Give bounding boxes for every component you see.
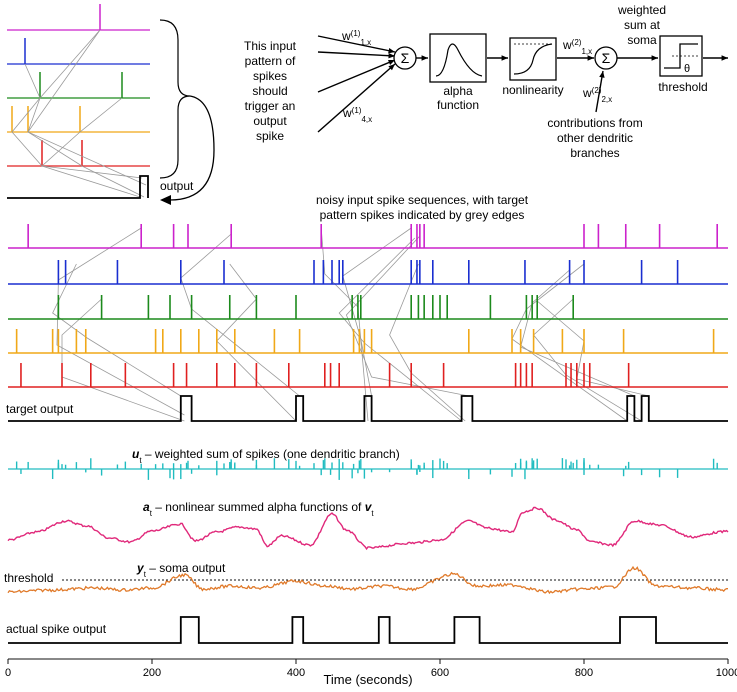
pattern-edge <box>345 235 469 397</box>
contributions-label-3: branches <box>570 146 619 160</box>
spike-train-green <box>8 295 728 320</box>
caption-line-5: trigger an <box>245 99 296 113</box>
spike-train-blue <box>8 260 728 285</box>
output-label: output <box>160 179 194 193</box>
caption-line-2: pattern of <box>245 54 296 68</box>
input-arrow-2-head <box>388 52 395 59</box>
u-label: ut – weighted sum of spikes (one dendrit… <box>132 447 400 465</box>
nonlinearity-label: nonlinearity <box>502 83 563 97</box>
sum-symbol-2: Σ <box>602 50 611 66</box>
threshold-out-arrow-head <box>721 55 728 61</box>
input-arrow-3 <box>317 59 396 93</box>
soma-label-2: sum at <box>624 18 661 32</box>
soma-label-1: weighted <box>617 3 666 17</box>
weight-out-1-label: w(2)1,x <box>562 38 592 56</box>
input-arrow-4-head <box>388 64 395 71</box>
alpha-function-curve <box>435 43 483 77</box>
pattern-output-pulse <box>7 175 149 199</box>
input-arrow-2 <box>317 51 396 57</box>
x-tick-label: 600 <box>431 667 449 679</box>
output-arrow <box>169 95 215 201</box>
threshold-box-label: threshold <box>658 80 707 94</box>
contributions-label-1: contributions from <box>547 116 642 130</box>
pattern-edge <box>216 263 297 422</box>
pattern-edge <box>342 227 412 397</box>
grey-pattern-edges <box>52 227 649 422</box>
pattern-edge <box>61 298 185 422</box>
pulse-trace <box>8 616 728 644</box>
actual-output-label: actual spike output <box>6 622 107 636</box>
chart-heading-line-2: pattern spikes indicated by grey edges <box>320 208 525 222</box>
target-output-label: target output <box>6 402 74 416</box>
weight-in-4-label: w(1)4,x <box>342 106 372 124</box>
sum-symbol-1: Σ <box>401 50 410 66</box>
theta-symbol: θ <box>684 63 690 75</box>
alpha-sum-curve <box>7 506 729 551</box>
x-tick-label: 1000 <box>716 667 737 679</box>
soma-label-3: soma <box>627 33 657 47</box>
sum-to-threshold-arrow-head <box>651 55 658 61</box>
spike-train-orange <box>8 329 728 354</box>
pattern-edge <box>533 298 642 422</box>
pattern-edge <box>180 233 300 397</box>
pattern-edge <box>320 227 369 422</box>
pattern-edge <box>11 29 141 198</box>
sum-to-alpha-arrow-head <box>421 55 428 61</box>
sigmoid-curve <box>513 43 553 75</box>
input-arrow-1-head <box>388 48 395 54</box>
input-arrow-3-head <box>388 59 395 65</box>
spike-train-magenta <box>8 224 728 249</box>
input-pattern-caption: This input pattern of spikes should trig… <box>244 39 297 143</box>
nonlin-to-sum-arrow-head <box>587 55 594 61</box>
spike-sequence-chart: noisy input spike sequences, with target… <box>4 193 737 687</box>
x-tick-label: 400 <box>287 667 305 679</box>
weight-in-1-label: w(1)1,x <box>341 29 371 47</box>
x-axis: 0 200 400 600 800 1000 Time (seconds) <box>5 658 737 687</box>
contributions-arrow <box>595 70 604 113</box>
x-tick-label: 800 <box>575 667 593 679</box>
soma-output-curve <box>7 565 728 595</box>
x-tick-label: 200 <box>143 667 161 679</box>
pattern-edge <box>41 97 143 179</box>
pattern-edge <box>27 29 147 186</box>
caption-line-6: output <box>253 114 287 128</box>
input-pattern-panel: output <box>7 4 215 205</box>
pattern-edge <box>511 263 628 422</box>
threshold-label: threshold <box>4 571 53 585</box>
spike-train-red <box>8 363 728 388</box>
pattern-edge <box>24 63 145 198</box>
actual-output-trace <box>8 616 728 644</box>
pattern-edge <box>52 263 182 397</box>
soma-output-trace <box>7 565 728 595</box>
pattern-edge <box>536 300 649 397</box>
output-arrow-head <box>160 195 171 205</box>
caption-line-7: spike <box>256 129 284 143</box>
alpha-sum-trace <box>7 506 729 551</box>
y-label: yt – soma output <box>136 561 226 579</box>
alpha-label-2: function <box>437 98 479 112</box>
alpha-label-1: alpha <box>443 84 473 98</box>
alpha-to-nonlin-arrow-head <box>501 55 508 61</box>
a-label: at – nonlinear summed alpha functions of… <box>143 500 374 518</box>
chart-heading-line-1: noisy input spike sequences, with target <box>316 193 529 207</box>
pulse-trace <box>8 395 728 422</box>
x-axis-title: Time (seconds) <box>323 672 412 687</box>
caption-line-3: spikes <box>253 69 287 83</box>
input-arrow-4 <box>317 63 396 133</box>
contributions-arrow-head <box>599 71 605 78</box>
caption-line-4: should <box>252 84 287 98</box>
contributions-label-2: other dendritic <box>557 131 633 145</box>
brace <box>159 19 191 179</box>
input-arrow-1 <box>317 35 396 53</box>
target-output-trace <box>8 395 728 422</box>
weighted-sum-trace <box>8 458 728 480</box>
caption-line-1: This input <box>244 39 297 53</box>
pattern-edge <box>389 263 466 422</box>
weight-out-2-label: w(2)2,x <box>582 86 612 104</box>
x-tick-label: 0 <box>5 667 11 679</box>
